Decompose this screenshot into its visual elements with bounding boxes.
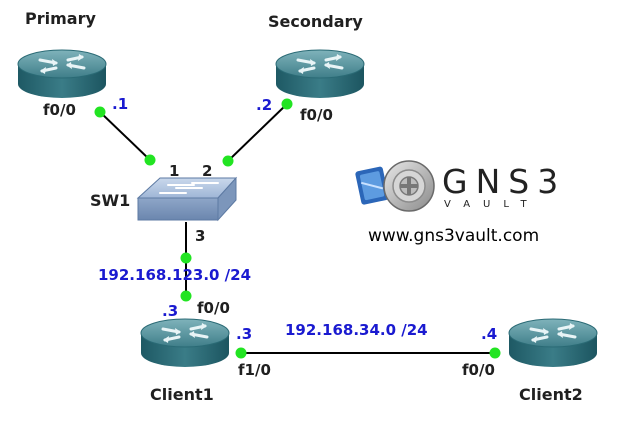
link-primary-sw1: [99, 111, 151, 161]
router-client2-icon[interactable]: [507, 317, 599, 369]
primary-ip-label: .1: [112, 95, 129, 113]
device-label-client2: Client2: [519, 385, 583, 404]
logo-brand-text: GNS3: [442, 162, 567, 201]
logo-url-text[interactable]: www.gns3vault.com: [368, 226, 540, 246]
network-label-lan2: 192.168.34.0 /24: [285, 321, 428, 339]
sw1-port2-label: 2: [202, 162, 213, 180]
client1-f10-ip-label: .3: [236, 325, 253, 343]
logo-sub-text: VAULT: [444, 199, 540, 210]
port-sw1-2: [222, 155, 234, 167]
port-primary-f00: [94, 106, 106, 118]
network-label-lan1: 192.168.123.0 /24: [98, 266, 252, 284]
client1-f00-ip-label: .3: [162, 302, 179, 320]
router-primary-icon[interactable]: [16, 48, 108, 100]
router-secondary-icon[interactable]: [274, 48, 366, 100]
device-label-client1: Client1: [150, 385, 214, 404]
port-client1-f10: [235, 347, 247, 359]
device-label-secondary: Secondary: [268, 12, 363, 31]
client1-f00-label: f0/0: [197, 299, 230, 317]
client1-f10-label: f1/0: [238, 361, 271, 379]
port-client2-f00: [489, 347, 501, 359]
secondary-interface-label: f0/0: [300, 106, 333, 124]
client2-f00-ip-label: .4: [481, 325, 498, 343]
primary-interface-label: f0/0: [43, 101, 76, 119]
secondary-ip-label: .2: [256, 96, 273, 114]
sw1-port3-label: 3: [195, 227, 206, 245]
link-secondary-sw1: [227, 103, 288, 162]
port-secondary-f00: [281, 98, 293, 110]
port-sw1-3: [180, 252, 192, 264]
device-label-primary: Primary: [25, 9, 96, 28]
switch-sw1-icon[interactable]: [136, 176, 238, 222]
router-client1-icon[interactable]: [139, 317, 231, 369]
gns3-vault-logo: [355, 160, 435, 212]
port-client1-f00: [180, 290, 192, 302]
sw1-port1-label: 1: [169, 162, 180, 180]
port-sw1-1: [144, 154, 156, 166]
device-label-sw1: SW1: [90, 191, 131, 210]
client2-f00-label: f0/0: [462, 361, 495, 379]
